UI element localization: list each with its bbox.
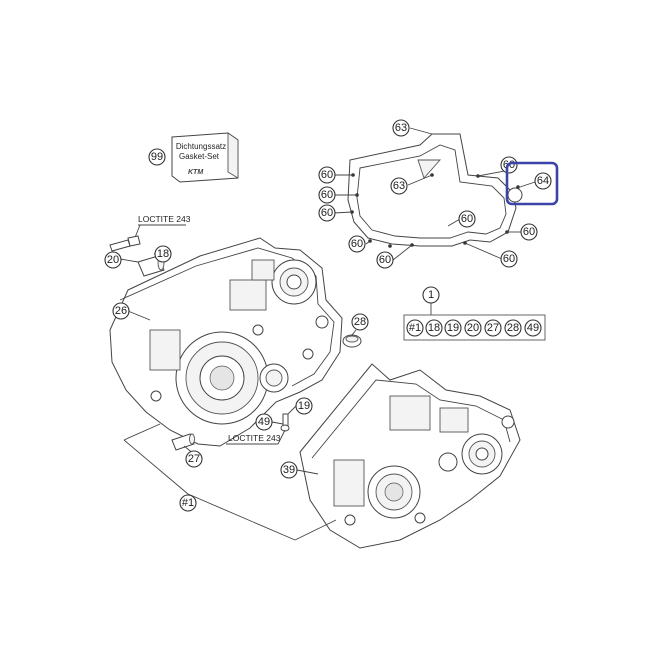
callout-60-left3[interactable]: 60 [318, 204, 336, 222]
svg-text:28: 28 [507, 322, 519, 334]
svg-text:39: 39 [283, 464, 295, 476]
left-crankcase [109, 237, 343, 447]
callout-99[interactable]: 99 [148, 148, 166, 166]
callout-63-inner[interactable]: 63 [390, 177, 408, 195]
dowel-sleeve [137, 255, 165, 277]
svg-text:28: 28 [354, 316, 366, 328]
callout-18[interactable]: 18 [154, 245, 172, 263]
kit-item[interactable]: 49 [524, 319, 542, 337]
svg-text:18: 18 [428, 322, 440, 334]
callout-26[interactable]: 26 [112, 302, 130, 320]
callout-19[interactable]: 19 [295, 397, 313, 415]
small-pin [280, 413, 290, 432]
callout-27[interactable]: 27 [185, 450, 203, 468]
svg-text:49: 49 [527, 322, 539, 334]
svg-text:1: 1 [428, 289, 434, 301]
bearing [342, 334, 362, 348]
svg-text:18: 18 [157, 248, 169, 260]
kit-item[interactable]: 19 [444, 319, 462, 337]
callout-39[interactable]: 39 [280, 461, 298, 479]
svg-text:60: 60 [321, 169, 333, 181]
ktm-logo: KTM [188, 169, 203, 176]
callout-60-left2[interactable]: 60 [318, 186, 336, 204]
stud [109, 235, 141, 252]
kit-item[interactable]: 28 [504, 319, 522, 337]
kit-row-items: #1 18 19 20 27 28 49 [406, 319, 542, 337]
svg-text:20: 20 [467, 322, 479, 334]
callout-49[interactable]: 49 [255, 413, 273, 431]
highlight-box [505, 161, 559, 206]
assembly-bracket [123, 423, 337, 541]
svg-text:49: 49 [258, 416, 270, 428]
callout-hash1[interactable]: #1 [179, 494, 197, 512]
svg-text:60: 60 [379, 254, 391, 266]
svg-text:60: 60 [503, 253, 515, 265]
svg-text:60: 60 [321, 207, 333, 219]
callout-60-bottom-right[interactable]: 60 [500, 250, 518, 268]
callout-20[interactable]: 20 [104, 251, 122, 269]
svg-text:64: 64 [537, 175, 549, 187]
gasket-leaders [333, 127, 522, 261]
callout-60-center[interactable]: 60 [458, 210, 476, 228]
svg-text:60: 60 [523, 226, 535, 238]
svg-text:27: 27 [188, 453, 200, 465]
callout-64[interactable]: 64 [534, 172, 552, 190]
svg-text:20: 20 [107, 254, 119, 266]
svg-text:19: 19 [447, 322, 459, 334]
svg-text:19: 19 [298, 400, 310, 412]
svg-text:60: 60 [461, 213, 473, 225]
svg-text:#1: #1 [409, 322, 421, 334]
callout-60-right[interactable]: 60 [520, 223, 538, 241]
clutch-cover-gasket [347, 133, 523, 247]
svg-text:60: 60 [321, 189, 333, 201]
gasket-box-line1: Dichtungssatz [176, 142, 226, 151]
svg-text:63: 63 [393, 180, 405, 192]
callout-28[interactable]: 28 [351, 313, 369, 331]
right-crankcase [299, 363, 521, 549]
svg-text:99: 99 [151, 151, 163, 163]
svg-text:63: 63 [395, 122, 407, 134]
svg-text:26: 26 [115, 305, 127, 317]
svg-text:#1: #1 [182, 497, 194, 509]
loctite-label-bottom: LOCTITE 243 [228, 433, 281, 443]
callout-60-bottom-mid[interactable]: 60 [376, 251, 394, 269]
kit-item[interactable]: 18 [425, 319, 443, 337]
gasket-set-box: Dichtungssatz Gasket-Set KTM [171, 132, 239, 183]
callout-1[interactable]: 1 [422, 286, 440, 304]
svg-text:60: 60 [351, 238, 363, 250]
kit-item[interactable]: 27 [484, 319, 502, 337]
gasket-box-line2: Gasket-Set [179, 152, 220, 161]
callout-63-top[interactable]: 63 [392, 119, 410, 137]
loctite-label-top: LOCTITE 243 [138, 214, 191, 224]
callout-60-bottom-left[interactable]: 60 [348, 235, 366, 253]
dowel-27 [171, 433, 195, 451]
svg-text:27: 27 [487, 322, 499, 334]
kit-item[interactable]: 20 [464, 319, 482, 337]
callout-60-left1[interactable]: 60 [318, 166, 336, 184]
kit-item[interactable]: #1 [406, 319, 424, 337]
